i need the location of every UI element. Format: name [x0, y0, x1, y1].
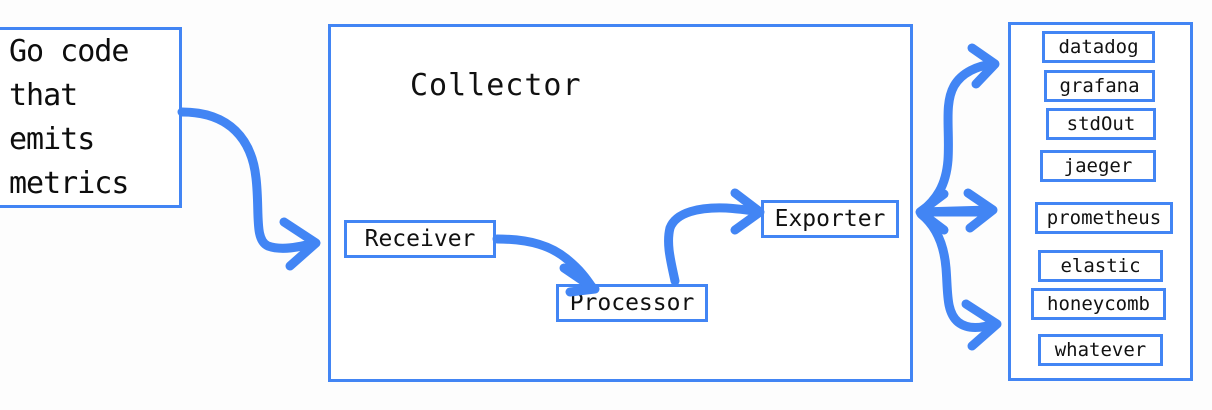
sink-jaeger[interactable]: jaeger — [1040, 150, 1156, 182]
source-line-1: Go code — [9, 33, 129, 69]
receiver-node[interactable]: Receiver — [344, 220, 496, 258]
sink-prometheus[interactable]: prometheus — [1035, 202, 1173, 234]
processor-node[interactable]: Processor — [556, 284, 708, 322]
arrow-fanout-down — [916, 209, 1002, 351]
sink-elastic[interactable]: elastic — [1038, 250, 1163, 282]
sink-honeycomb[interactable]: honeycomb — [1031, 288, 1166, 320]
sink-stdout[interactable]: stdOut — [1046, 108, 1156, 140]
arrow-fanout-middle — [916, 188, 998, 233]
arrow-fanout-up — [916, 43, 1000, 217]
sink-datadog[interactable]: datadog — [1042, 31, 1155, 63]
go-code-source-box[interactable]: Go code that emits metrics — [0, 27, 182, 208]
exporter-node[interactable]: Exporter — [761, 200, 899, 238]
sink-grafana[interactable]: grafana — [1044, 70, 1155, 102]
arrow-source-to-receiver — [177, 107, 321, 271]
arrow-exporter-to-fanout — [915, 189, 990, 235]
source-line-2: that emits — [9, 77, 95, 157]
collector-title: Collector — [410, 68, 582, 103]
source-line-3: metrics — [9, 165, 129, 201]
sink-whatever[interactable]: whatever — [1038, 334, 1163, 366]
